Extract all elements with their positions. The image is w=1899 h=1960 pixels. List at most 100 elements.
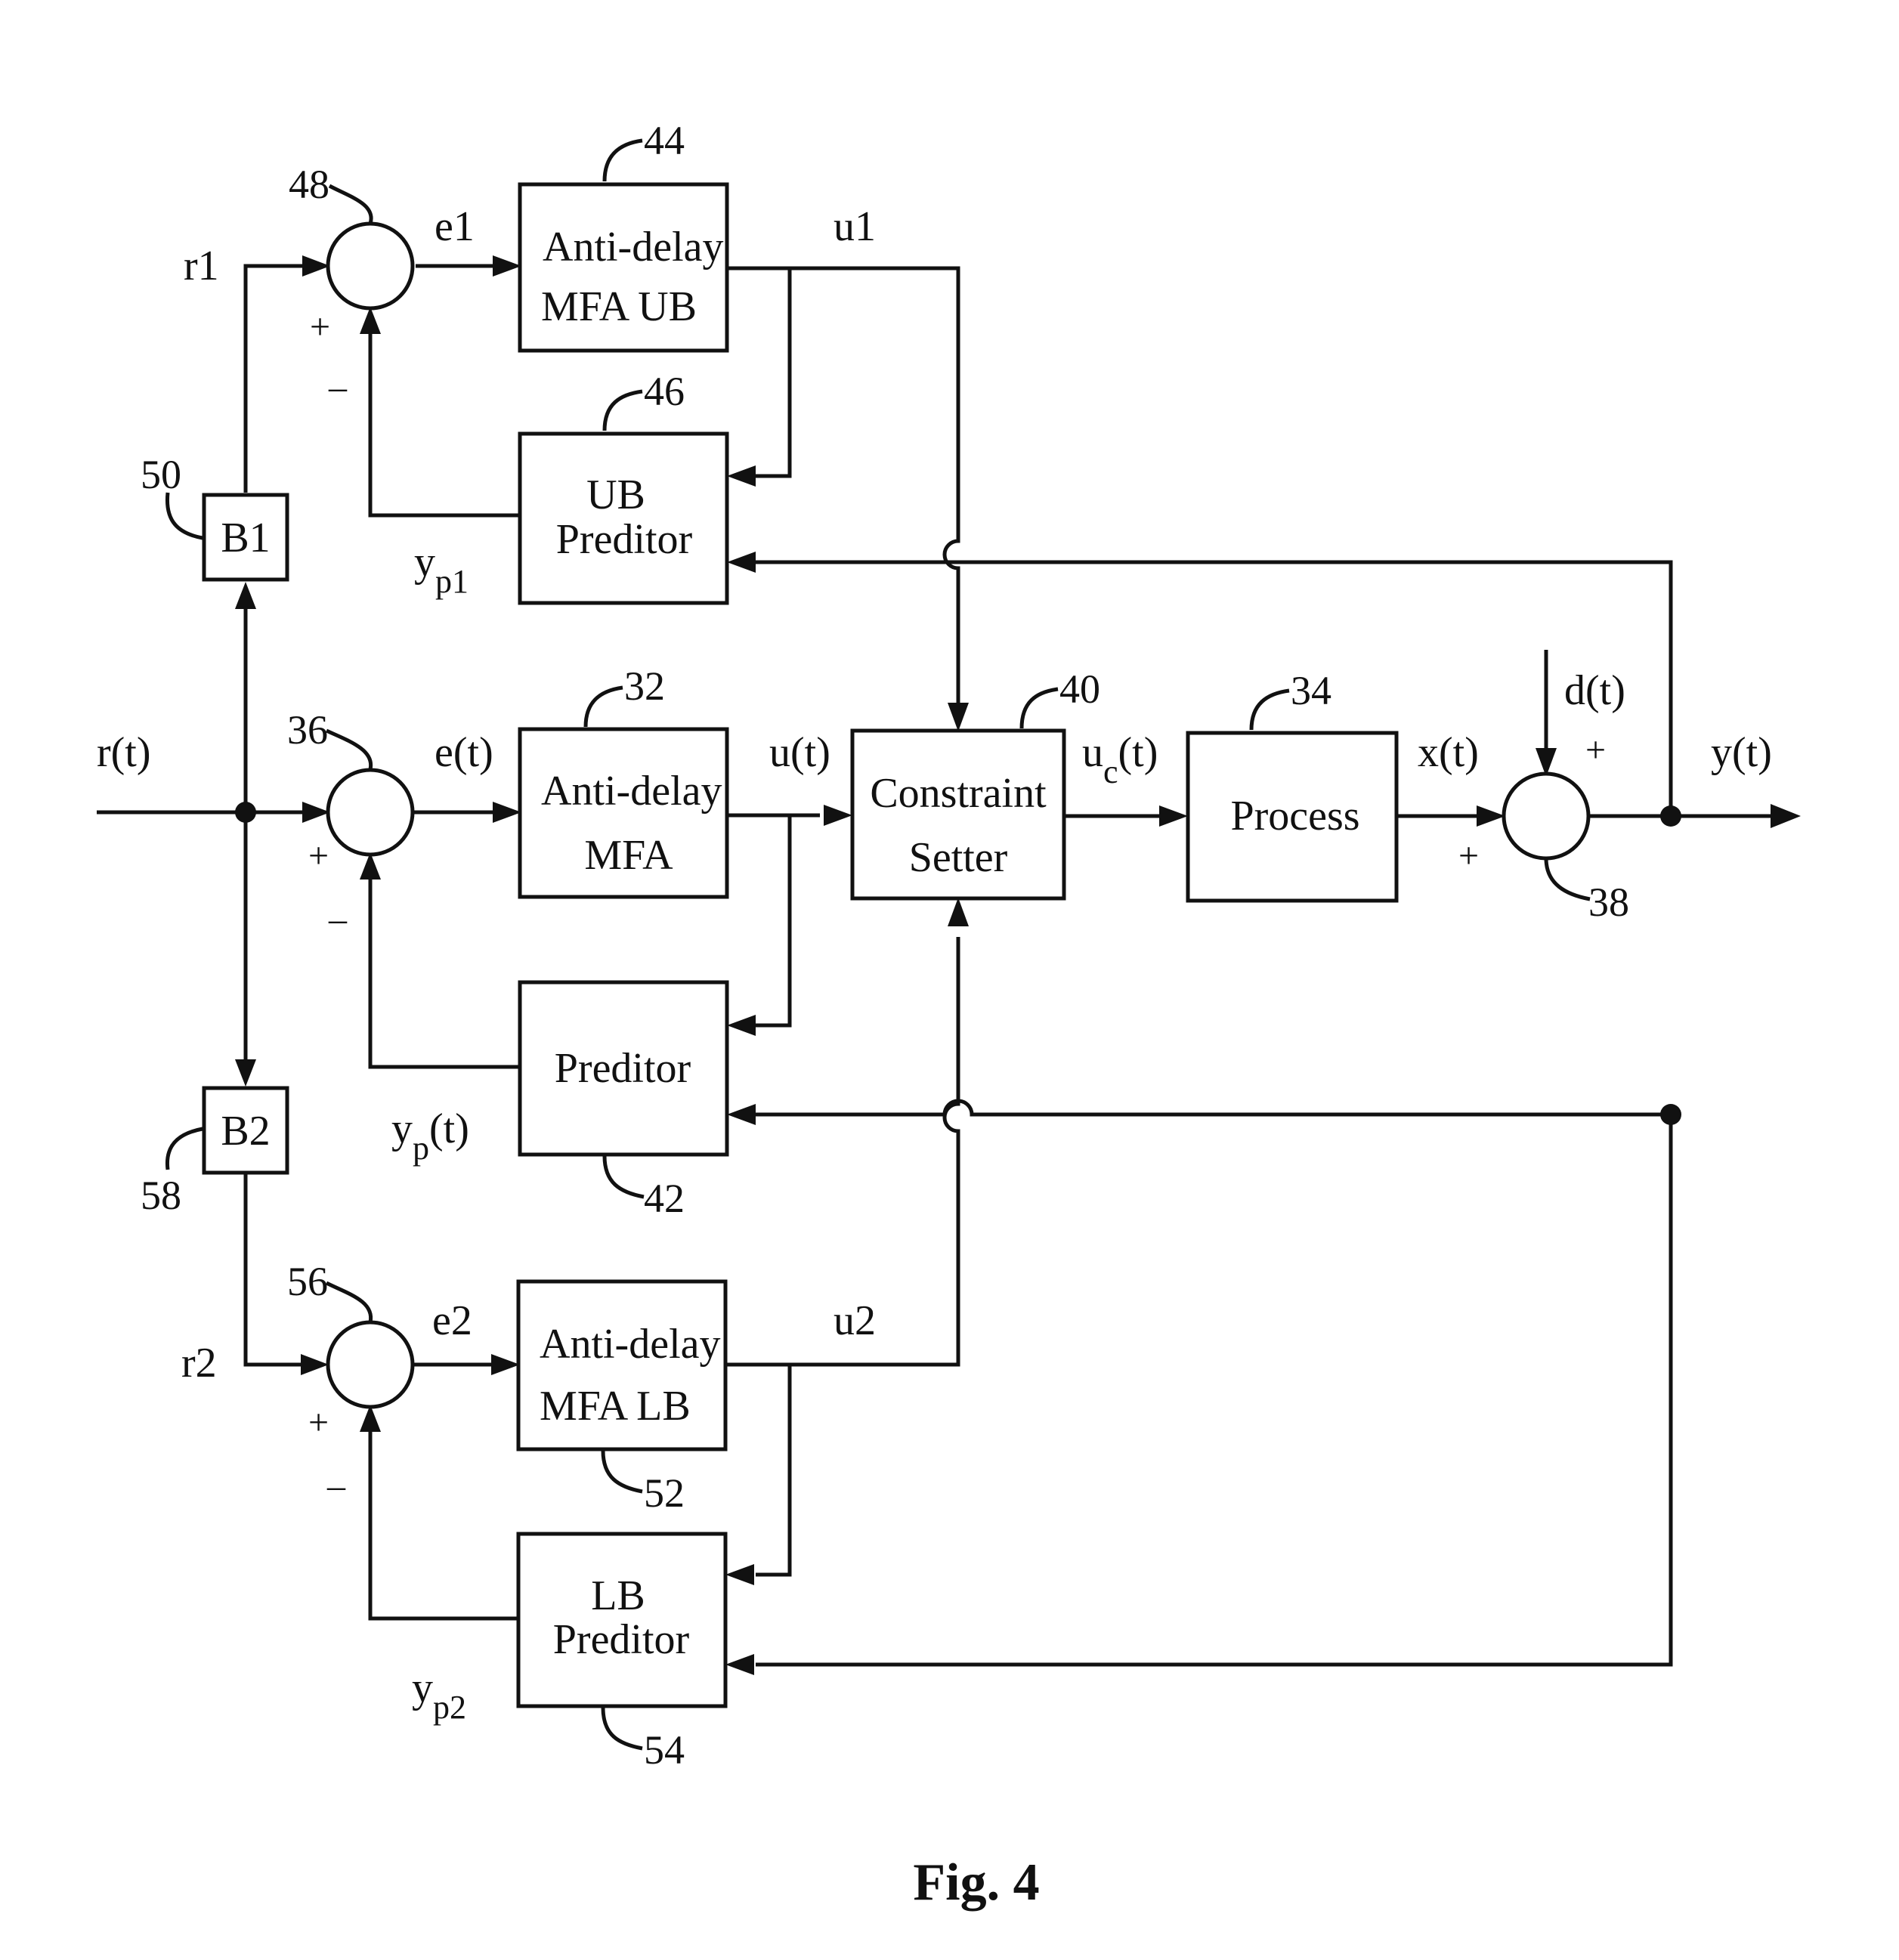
mfa-label-line2: MFA xyxy=(584,832,673,879)
b1-label: B1 xyxy=(221,515,270,561)
wire-yp2 xyxy=(370,1424,518,1618)
lb-predictor-label-line1: LB xyxy=(591,1572,645,1619)
arrow-yt-output xyxy=(1771,804,1801,828)
ref-48: 48 xyxy=(289,162,329,207)
leader-50 xyxy=(167,493,203,538)
arrow-into-b2 xyxy=(235,1059,256,1087)
sign-j38-plus-d: + xyxy=(1585,730,1606,770)
label-xt: x(t) xyxy=(1418,729,1479,776)
sign-j36-plus: + xyxy=(308,836,329,876)
wire-u1-to-ub-predictor xyxy=(756,268,790,476)
wire-r1 xyxy=(246,266,306,493)
summing-junction-48 xyxy=(328,224,413,308)
ref-50: 50 xyxy=(141,452,181,497)
mfa-label-line1: Anti-delay xyxy=(541,768,722,815)
signal-wires xyxy=(97,266,1776,1665)
arrow-into-b1 xyxy=(235,582,256,609)
leader-38 xyxy=(1546,858,1590,899)
branch-dot-yt-feedback xyxy=(1660,1104,1681,1125)
label-uc: uc(t) xyxy=(1082,729,1158,790)
leader-44 xyxy=(605,141,642,181)
yp1-base: y xyxy=(414,539,435,586)
mfa-ub-label-line2: MFA UB xyxy=(541,283,697,330)
arrow-into-process xyxy=(1159,805,1188,827)
ub-predictor-label-line1: UB xyxy=(586,471,645,518)
arrow-into-j36 xyxy=(302,802,330,823)
wire-u1 xyxy=(727,268,958,706)
label-dt: d(t) xyxy=(1564,667,1625,714)
branch-dot-rt xyxy=(235,802,256,823)
label-yt: y(t) xyxy=(1711,729,1772,776)
leader-58 xyxy=(167,1129,203,1170)
figure-caption: Fig. 4 xyxy=(913,1853,1039,1912)
arrow-into-constraint-top xyxy=(948,703,969,731)
leader-34 xyxy=(1251,691,1289,730)
arrow-into-j48 xyxy=(302,255,330,277)
b2-label: B2 xyxy=(221,1108,270,1155)
ref-38: 38 xyxy=(1588,880,1629,925)
label-r1: r1 xyxy=(184,243,219,289)
leader-48 xyxy=(329,186,371,224)
yp1-subscript: p1 xyxy=(435,563,469,600)
blocks xyxy=(204,184,1396,1706)
label-ypt: yp(t) xyxy=(391,1105,469,1167)
sign-j48-minus: – xyxy=(328,367,348,407)
wire-ypt xyxy=(370,873,520,1067)
label-r2: r2 xyxy=(181,1340,217,1387)
leader-46 xyxy=(605,391,642,431)
arrow-into-ub-predictor-u1 xyxy=(727,465,756,487)
constraint-setter-label-line2: Setter xyxy=(909,834,1008,881)
ref-52: 52 xyxy=(644,1470,685,1516)
label-u1: u1 xyxy=(834,203,876,250)
mfa-lb-label-line2: MFA LB xyxy=(540,1383,691,1430)
wire-u2-to-lb-predictor xyxy=(756,1365,790,1575)
sign-j48-plus: + xyxy=(310,307,330,347)
wire-y-to-predictor xyxy=(756,1101,1671,1114)
mfa-lb-label-line1: Anti-delay xyxy=(540,1321,720,1368)
leader-54 xyxy=(603,1708,642,1748)
sign-j36-minus: – xyxy=(328,899,348,939)
sign-j56-plus: + xyxy=(308,1402,329,1442)
summing-junction-36 xyxy=(328,770,413,855)
sign-j56-minus: – xyxy=(326,1466,346,1506)
ref-58: 58 xyxy=(141,1173,181,1218)
arrow-into-mfa xyxy=(493,802,521,823)
leader-36 xyxy=(326,731,371,769)
label-yp1: yp1 xyxy=(414,539,469,600)
ub-predictor-label-line2: Preditor xyxy=(556,516,693,563)
ref-44: 44 xyxy=(644,118,685,163)
label-u2: u2 xyxy=(834,1297,876,1344)
wire-yp1 xyxy=(370,325,520,515)
arrow-into-lb-predictor-u2 xyxy=(725,1564,754,1585)
lb-predictor-label-line2: Preditor xyxy=(553,1616,690,1663)
yp2-subscript: p2 xyxy=(433,1689,466,1726)
yp2-base: y xyxy=(412,1665,433,1711)
label-ut: u(t) xyxy=(769,729,830,776)
branch-dot-yt xyxy=(1660,805,1681,827)
arrow-into-lb-predictor-y xyxy=(725,1654,754,1675)
ypt-base: y xyxy=(391,1105,413,1152)
arrow-into-j38 xyxy=(1477,805,1505,827)
label-e1: e1 xyxy=(435,203,475,250)
wire-ut-to-predictor xyxy=(756,815,790,1025)
ref-42: 42 xyxy=(644,1176,685,1221)
summing-junction-56 xyxy=(328,1322,413,1407)
ref-34: 34 xyxy=(1291,668,1331,713)
leader-32 xyxy=(586,688,623,727)
uc-argument: (t) xyxy=(1118,729,1158,776)
uc-subscript: c xyxy=(1103,753,1118,790)
arrow-into-constraint-ut xyxy=(824,805,852,826)
wire-y-to-lb-predictor xyxy=(756,1114,1671,1665)
uc-base: u xyxy=(1082,729,1103,776)
constraint-setter-label-line1: Constraint xyxy=(870,770,1047,817)
summing-junction-38 xyxy=(1504,774,1588,858)
ref-32: 32 xyxy=(624,663,665,709)
label-e2: e2 xyxy=(432,1297,472,1344)
arrow-into-mfa-ub xyxy=(493,255,521,277)
ypt-subscript: p xyxy=(413,1130,429,1167)
arrow-into-j56 xyxy=(301,1354,329,1375)
leader-52 xyxy=(603,1451,642,1492)
ref-46: 46 xyxy=(644,369,685,414)
sign-j38-plus-x: + xyxy=(1458,836,1479,876)
